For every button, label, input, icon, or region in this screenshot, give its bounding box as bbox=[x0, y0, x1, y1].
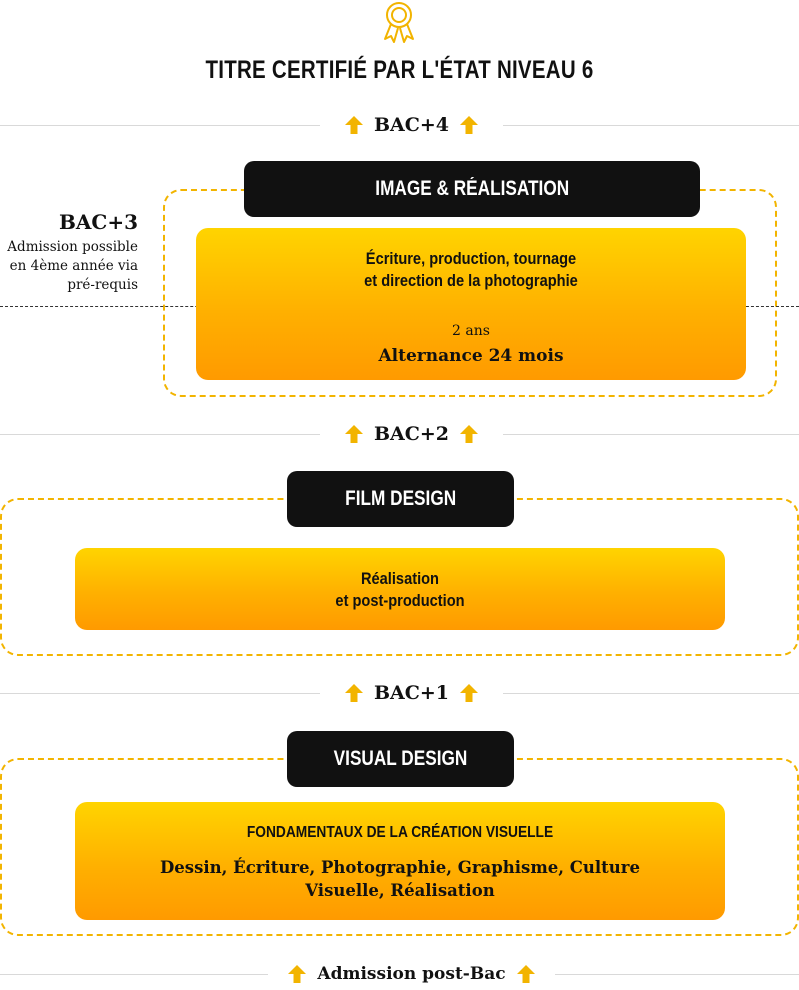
medal-icon bbox=[384, 2, 414, 43]
program-mode: Alternance 24 mois bbox=[378, 346, 564, 366]
arrow-up-icon bbox=[344, 683, 364, 703]
program-header-visual-design: VISUAL DESIGN bbox=[287, 731, 514, 787]
main-title: TITRE CERTIFIÉ PAR L'ÉTAT NIVEAU 6 bbox=[205, 56, 594, 84]
program-desc-line2: Visuelle, Réalisation bbox=[305, 881, 495, 900]
program-desc-line1: Dessin, Écriture, Photographie, Graphism… bbox=[160, 858, 640, 877]
arrow-up-icon bbox=[287, 964, 307, 984]
level-bac4: BAC+4 bbox=[320, 112, 503, 138]
level-bac1: BAC+1 bbox=[320, 680, 503, 706]
level-label: BAC+1 bbox=[373, 682, 450, 704]
arrow-up-icon bbox=[344, 424, 364, 444]
level-label: BAC+4 bbox=[373, 114, 450, 136]
program-title-line2: et direction de la photographie bbox=[364, 271, 578, 290]
arrow-up-icon bbox=[459, 424, 479, 444]
program-card-visual-design: FONDAMENTAUX DE LA CRÉATION VISUELLE Des… bbox=[75, 802, 725, 920]
program-card-film-design: Réalisation et post-production bbox=[75, 548, 725, 630]
program-header-label: VISUAL DESIGN bbox=[333, 747, 468, 770]
level-label: BAC+2 bbox=[373, 423, 450, 445]
program-header-film-design: FILM DESIGN bbox=[287, 471, 514, 527]
level-bac2: BAC+2 bbox=[320, 421, 503, 447]
bac3-label: BAC+3 bbox=[58, 210, 138, 234]
program-header-label: FILM DESIGN bbox=[345, 487, 456, 510]
program-title-line1: Écriture, production, tournage bbox=[365, 249, 577, 268]
level-label: Admission post-Bac bbox=[317, 964, 506, 984]
program-subtitle: FONDAMENTAUX DE LA CRÉATION VISUELLE bbox=[246, 824, 554, 841]
program-title-line1: Réalisation bbox=[360, 569, 439, 588]
arrow-up-icon bbox=[516, 964, 536, 984]
arrow-up-icon bbox=[459, 683, 479, 703]
program-title-line2: et post-production bbox=[335, 591, 465, 610]
program-card-image-realisation: Écriture, production, tournage et direct… bbox=[196, 228, 746, 380]
arrow-up-icon bbox=[459, 115, 479, 135]
bac3-note: Admission possible en 4ème année via pré… bbox=[7, 239, 138, 293]
program-duration: 2 ans bbox=[452, 323, 490, 339]
program-header-label: IMAGE & RÉALISATION bbox=[375, 177, 569, 200]
level-postbac: Admission post-Bac bbox=[268, 961, 555, 987]
program-header-image-realisation: IMAGE & RÉALISATION bbox=[244, 161, 700, 217]
arrow-up-icon bbox=[344, 115, 364, 135]
